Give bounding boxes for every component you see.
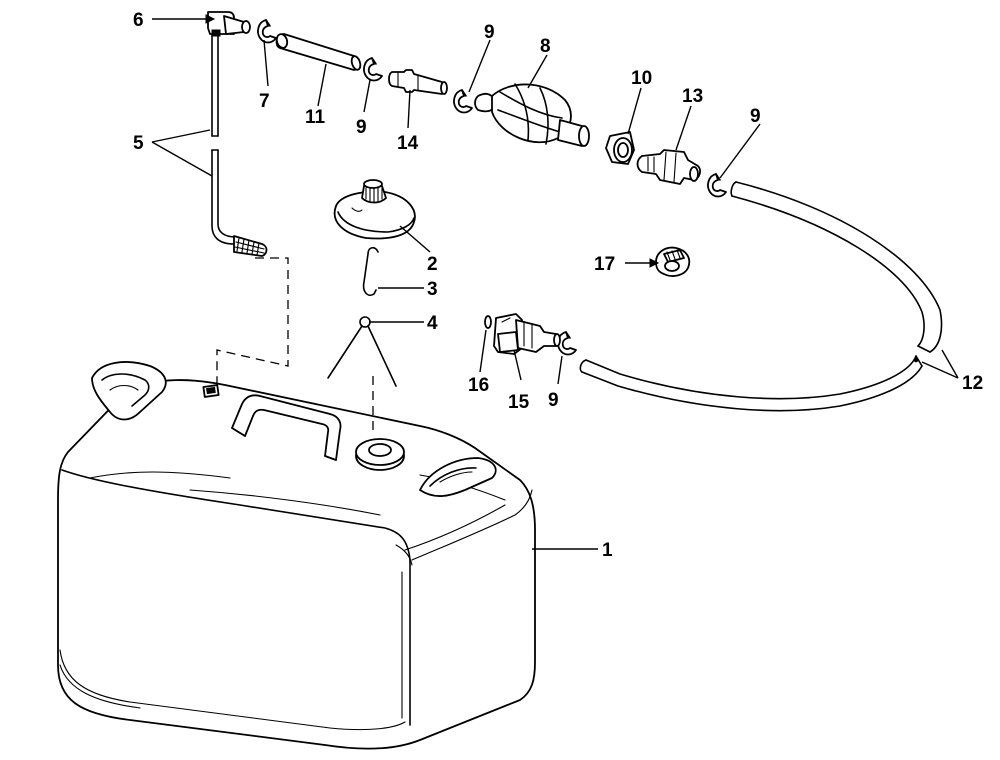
hose-clamp [453,89,473,114]
leader-lines [151,14,959,550]
pickup-tube [211,29,268,257]
elbow-fitting [207,11,251,37]
o-ring [484,315,492,329]
callout-17: 17 [594,254,615,275]
filler-cap [333,179,416,240]
tank-carry-handle [231,394,342,461]
hose-clamp [707,173,727,198]
callout-10: 10 [631,68,652,89]
spring-clip [327,316,397,387]
callout-9: 9 [548,390,559,411]
callout-8: 8 [540,36,551,57]
short-hose [275,33,362,71]
tank-left-handle [91,361,167,421]
callout-14: 14 [397,133,419,154]
screw-clamp [655,246,691,277]
callout-6: 6 [133,10,144,31]
pickup-filter-screen [233,235,268,257]
hose-clamp [257,19,277,44]
callout-12: 12 [962,373,983,394]
tank-quick-connector [493,313,561,355]
callout-16: 16 [468,375,489,396]
check-valve [636,149,701,185]
callout-9: 9 [750,106,761,127]
callout-5: 5 [133,133,144,154]
hose-clamp [363,57,383,82]
hose-connector [388,69,448,95]
callout-9: 9 [356,117,367,138]
callout-9: 9 [484,22,495,43]
callout-4: 4 [427,313,438,334]
coupling-nut [605,131,635,165]
callout-7: 7 [259,91,270,112]
callout-13: 13 [682,86,703,107]
fuel-line-hose [579,181,943,412]
callout-1: 1 [602,540,613,561]
assembly-line-pickup [216,257,289,383]
callout-3: 3 [427,279,438,300]
primer-bulb [474,83,590,147]
retainer-hook [362,246,379,297]
tank-right-handle [419,457,497,497]
filler-neck [355,438,405,471]
callout-2: 2 [427,254,438,275]
callout-11: 11 [305,107,326,128]
hose-clamp [557,331,577,356]
callout-15: 15 [508,392,530,413]
fuel-tank [57,379,536,750]
